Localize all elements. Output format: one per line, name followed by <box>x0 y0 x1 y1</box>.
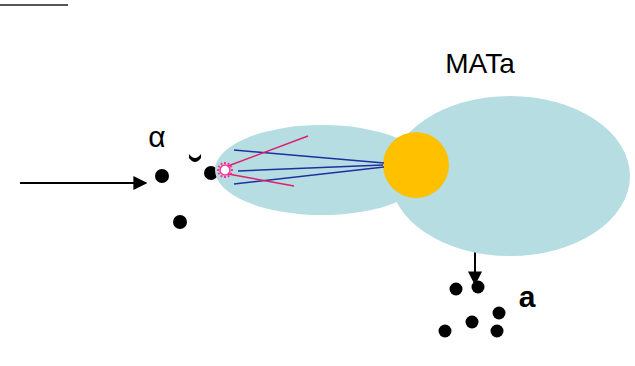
corner-rule <box>0 4 68 6</box>
alpha-label: α <box>148 122 165 152</box>
cell-type-heading: MATa <box>445 50 515 78</box>
yeast-cell: MATa <box>205 40 633 262</box>
pheromone-arrow <box>20 182 146 184</box>
a-pheromone-dots <box>439 281 506 338</box>
alpha-pheromone-dots <box>155 154 218 229</box>
a-label: a <box>519 282 536 312</box>
cell-outline <box>205 40 633 262</box>
